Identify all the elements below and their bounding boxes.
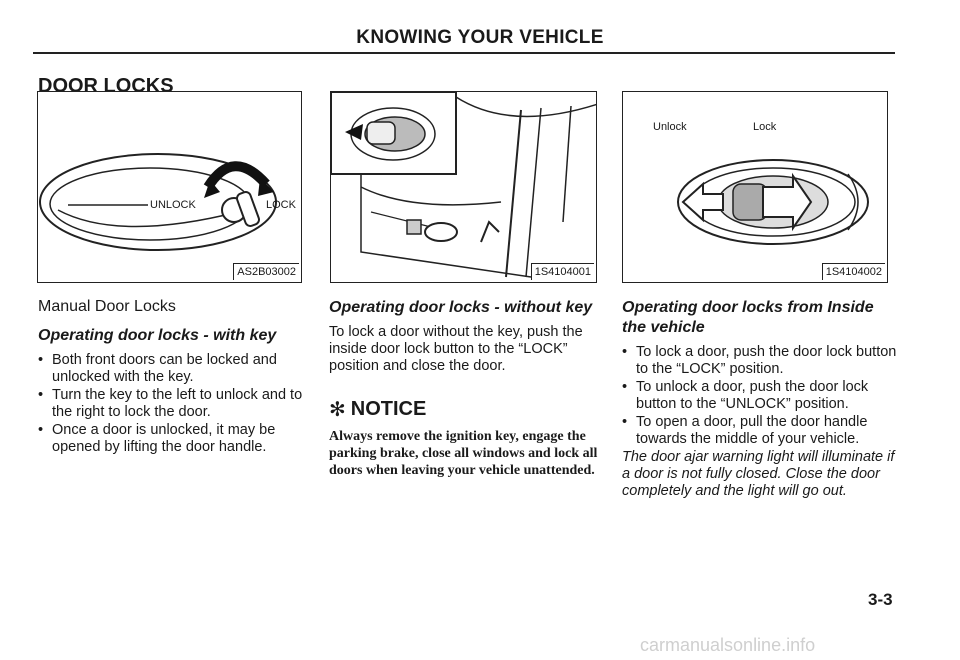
door-ajar-note: The door ajar warning light will illumin…: [622, 449, 895, 499]
watermark: carmanualsonline.info: [640, 635, 816, 655]
heading-inside-vehicle: Operating door locks from Inside the veh…: [622, 299, 874, 336]
door-handle-key-illustration: [39, 153, 277, 251]
running-header: KNOWING YOUR VEHICLE: [356, 27, 604, 48]
notice-star-icon: ✻: [329, 399, 346, 421]
figure-code: 1S4104001: [530, 263, 594, 280]
lock-label: LOCK: [266, 199, 296, 211]
list-item: Turn the key to the left to unlock and t…: [38, 387, 308, 421]
list-item: To lock a door, push the door lock butto…: [622, 344, 902, 378]
notice-body: Always remove the ignition key, engage t…: [329, 429, 598, 478]
door-interior-illustration: [331, 92, 596, 278]
interior-handle-illustration: [677, 159, 869, 245]
column-with-key: Manual Door Locks Operating door locks -…: [38, 298, 308, 457]
figure-interior-lock-button: 1S4104001: [330, 91, 597, 283]
bullet-list: To lock a door, push the door lock butto…: [622, 344, 902, 448]
header-rule: [33, 52, 895, 54]
figure-exterior-key-lock: UNLOCK LOCK AS2B03002: [37, 91, 302, 283]
figure-code: AS2B03002: [233, 263, 299, 280]
list-item: Both front doors can be locked and unloc…: [38, 352, 308, 386]
bullet-list: Both front doors can be locked and unloc…: [38, 352, 308, 456]
column-inside-vehicle: Operating door locks from Inside the veh…: [622, 298, 902, 500]
unlock-label: Unlock: [653, 121, 687, 133]
notice-title: NOTICE: [350, 398, 427, 420]
page-number: 3-3: [868, 590, 893, 609]
figure-code: 1S4104002: [821, 263, 885, 280]
list-item: To open a door, pull the door handle tow…: [622, 414, 902, 448]
unlock-label: UNLOCK: [150, 199, 196, 211]
heading-with-key: Operating door locks - with key: [38, 327, 277, 344]
figure-interior-handle: Unlock Lock 1S4104002: [622, 91, 888, 283]
list-item: To unlock a door, push the door lock but…: [622, 379, 902, 413]
subtitle-manual-door-locks: Manual Door Locks: [38, 298, 176, 315]
list-item: Once a door is unlocked, it may be opene…: [38, 422, 308, 456]
paragraph-without-key: To lock a door without the key, push the…: [329, 324, 583, 374]
lock-label: Lock: [753, 121, 777, 133]
notice-heading: ✻ NOTICE: [329, 397, 599, 422]
heading-without-key: Operating door locks - without key: [329, 299, 593, 316]
column-without-key: Operating door locks - without key To lo…: [329, 298, 599, 479]
